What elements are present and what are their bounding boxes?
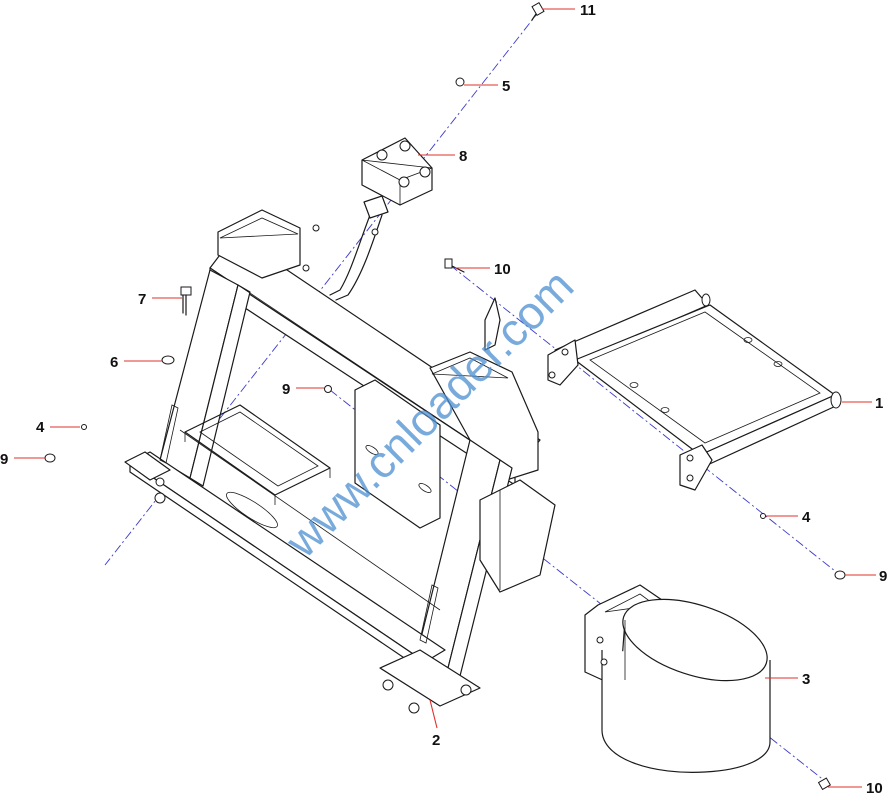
callout-9-right: 9 (879, 568, 887, 585)
callout-9-center: 9 (282, 381, 290, 398)
callout-4-left: 4 (36, 419, 45, 436)
callout-1: 1 (875, 395, 883, 412)
callout-10-lower: 10 (866, 780, 883, 794)
callout-2: 2 (432, 732, 440, 749)
callout-5: 5 (502, 78, 510, 95)
callout-3: 3 (802, 671, 810, 688)
callout-8: 8 (459, 148, 467, 165)
mounting-bracket-part (547, 289, 842, 491)
clamp-block-part (361, 137, 433, 206)
callout-4-right: 4 (802, 509, 811, 526)
callout-9-left: 9 (0, 451, 8, 468)
callout-11: 11 (580, 2, 596, 19)
leader-lines (14, 8, 876, 788)
callout-10-upper: 10 (494, 261, 511, 278)
callout-7: 7 (138, 291, 146, 308)
hardware-items (44, 1, 846, 791)
callout-6: 6 (110, 354, 118, 371)
main-frame-part (124, 209, 556, 714)
clamp-band-part (584, 584, 771, 773)
clamp-arm-part (302, 195, 501, 351)
